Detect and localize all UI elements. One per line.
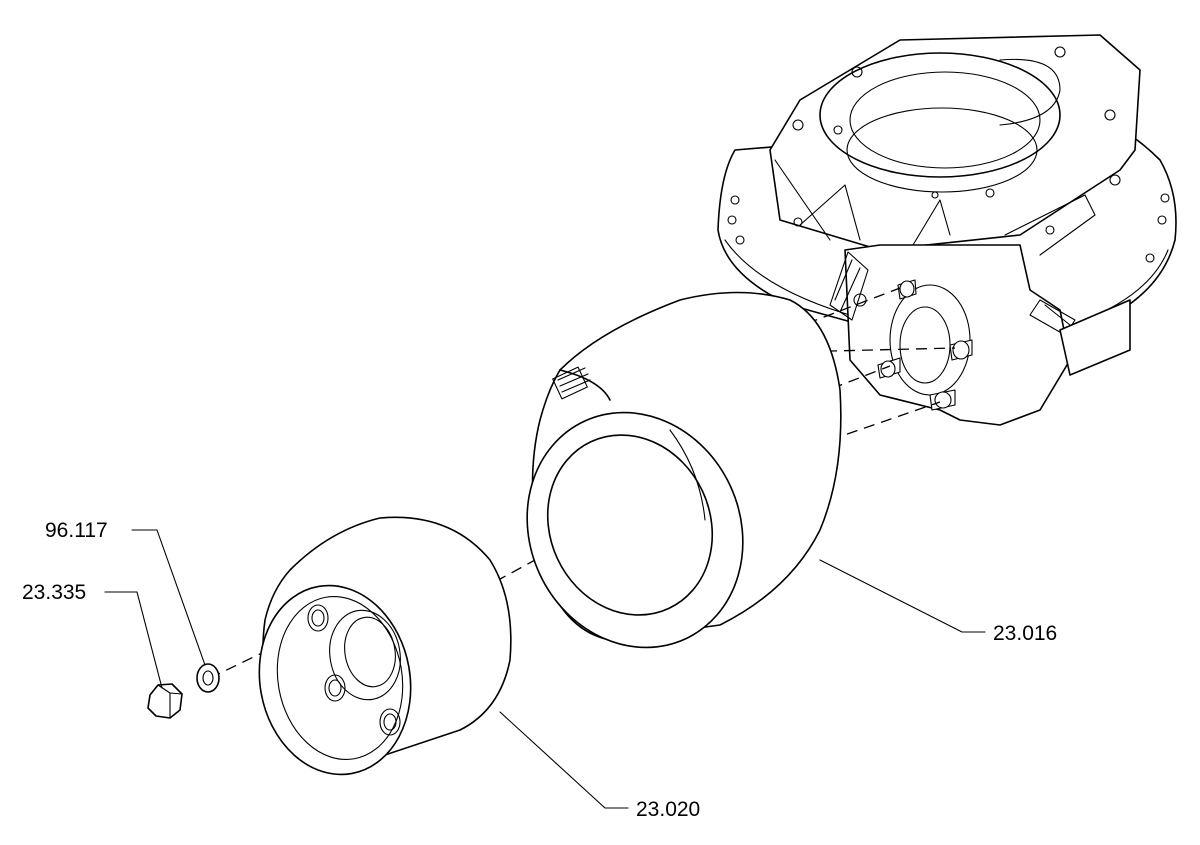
rotor-23-020	[258, 516, 512, 776]
label-23-335: 23.335	[22, 581, 86, 604]
flange-bolt-holes	[727, 193, 1170, 263]
leader-lines	[104, 529, 986, 809]
valve-housing	[717, 34, 1177, 426]
studs	[853, 279, 973, 411]
rotor-bolt-holes	[307, 604, 401, 736]
label-96-117: 96.117	[45, 519, 108, 542]
label-23-016: 23.016	[993, 622, 1057, 645]
washer-96-117	[196, 663, 220, 693]
rotor-sleeve-23-016	[526, 291, 842, 649]
label-23-020: 23.020	[636, 798, 700, 821]
nut-23-335	[147, 683, 183, 719]
top-bolts	[792, 46, 1121, 235]
